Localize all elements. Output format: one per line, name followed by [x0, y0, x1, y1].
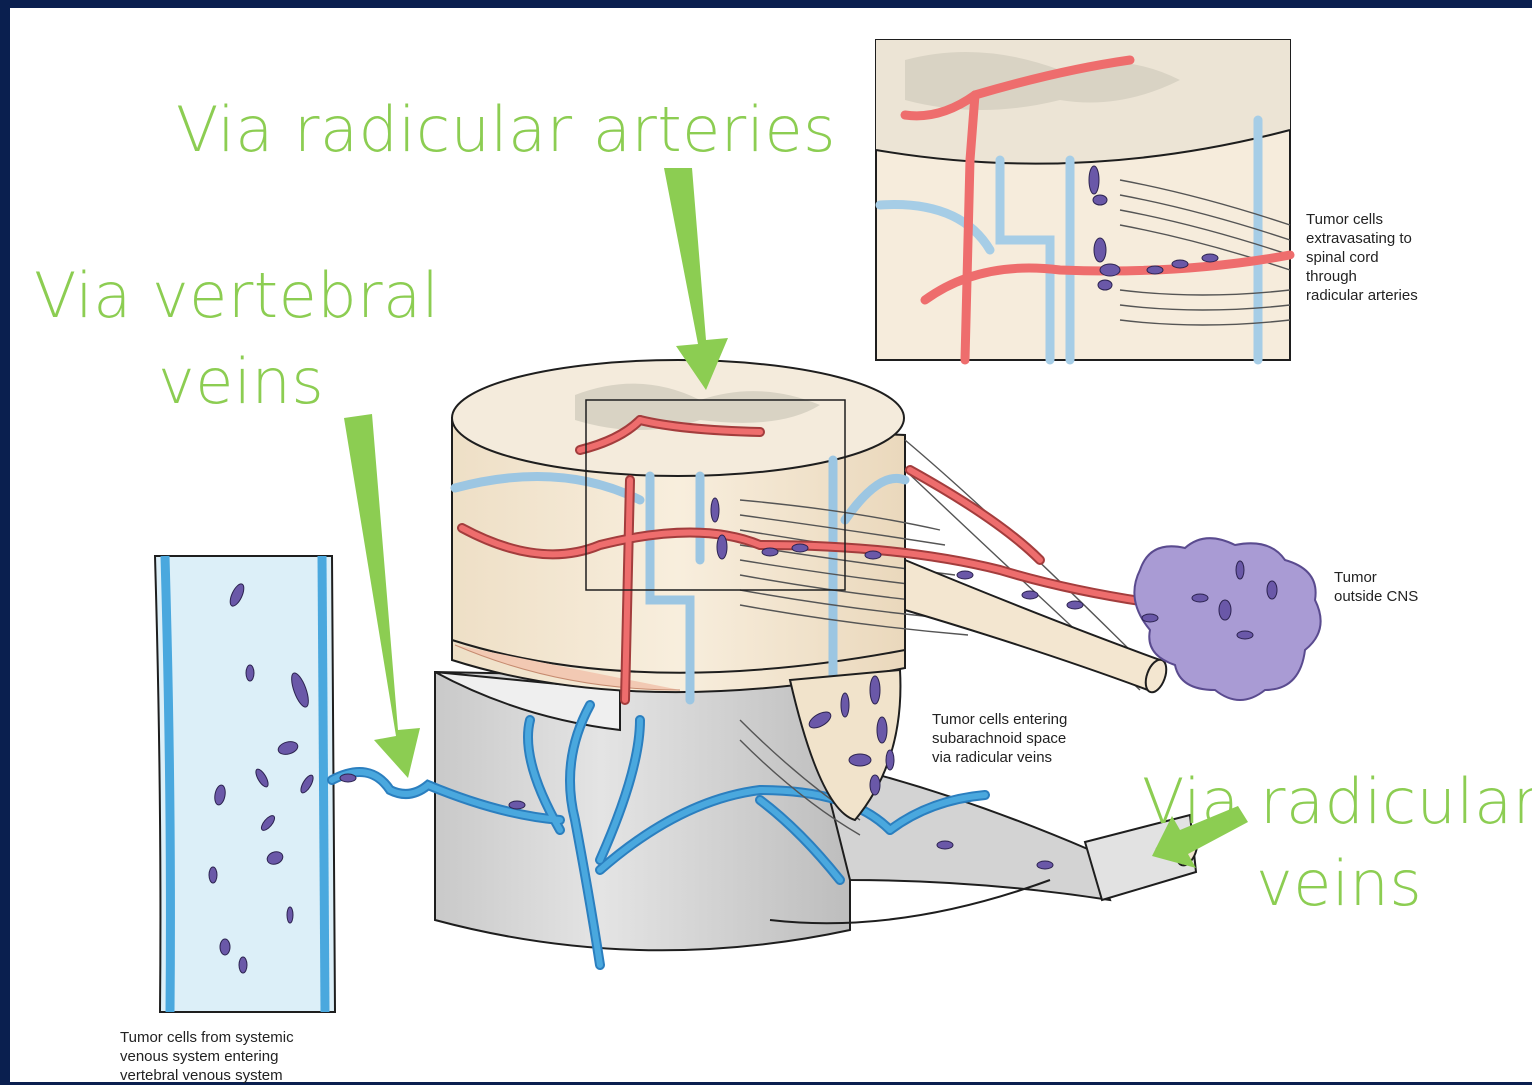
arrow-radicular-arteries [664, 168, 728, 390]
caption-outside-line: outside CNS [1334, 587, 1418, 606]
callout-vertebral-veins-line1: Via vertebral [34, 260, 439, 332]
caption-inset-line: through [1306, 267, 1418, 286]
callout-radicular-veins-line1: Via radicular [1142, 766, 1532, 838]
caption-outside-cns: Tumor outside CNS [1334, 568, 1418, 606]
caption-inset-line: Tumor cells [1306, 210, 1418, 229]
caption-subarachnoid: Tumor cells entering subarachnoid space … [932, 710, 1067, 767]
caption-systemic-line: Tumor cells from systemic [120, 1028, 294, 1047]
caption-inset-line: extravasating to [1306, 229, 1418, 248]
caption-subarachnoid-line: Tumor cells entering [932, 710, 1067, 729]
caption-inset-line: spinal cord [1306, 248, 1418, 267]
caption-subarachnoid-line: via radicular veins [932, 748, 1067, 767]
caption-systemic-line: vertebral venous system [120, 1066, 294, 1085]
caption-outside-line: Tumor [1334, 568, 1418, 587]
caption-inset-line: radicular arteries [1306, 286, 1418, 305]
caption-systemic: Tumor cells from systemic venous system … [120, 1028, 294, 1085]
caption-systemic-line: venous system entering [120, 1047, 294, 1066]
callout-vertebral-veins-line2: veins [158, 346, 324, 418]
callout-radicular-veins-line2: veins [1256, 848, 1422, 920]
inset-panel [876, 40, 1290, 360]
caption-inset: Tumor cells extravasating to spinal cord… [1306, 210, 1418, 305]
callout-radicular-arteries: Via radicular arteries [176, 94, 836, 166]
caption-subarachnoid-line: subarachnoid space [932, 729, 1067, 748]
arrow-vertebral-veins [344, 414, 420, 778]
